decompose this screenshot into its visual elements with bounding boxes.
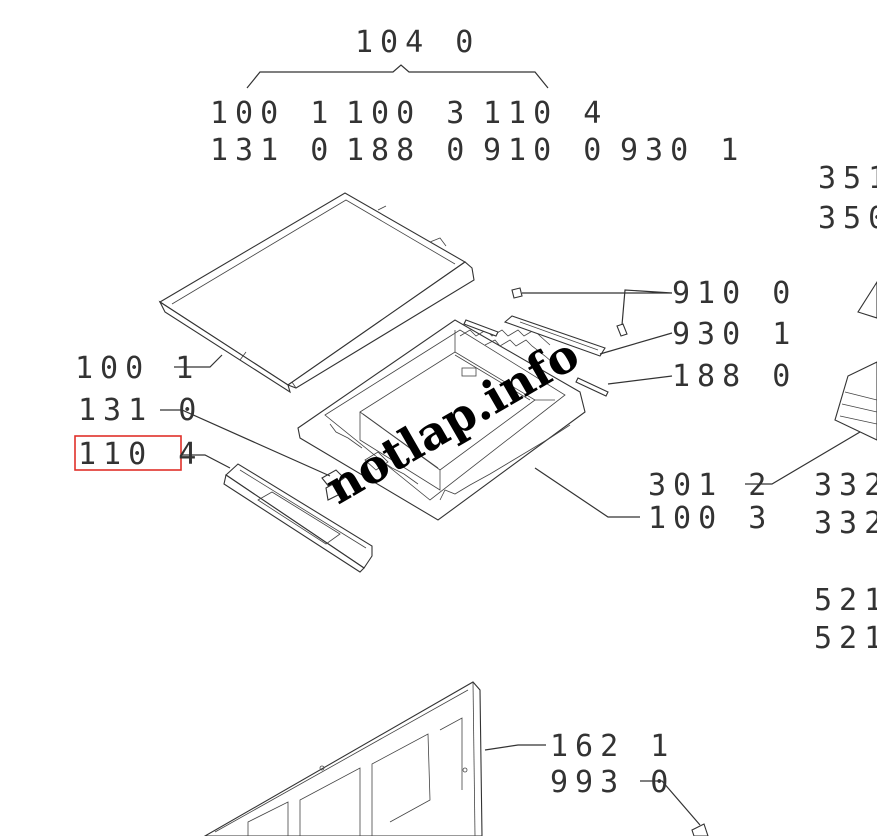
right-edge-part: [834, 280, 877, 441]
callout-pin: 188 0: [672, 359, 797, 394]
group-member-label: 110 4: [483, 96, 608, 131]
edge-label: 350: [818, 201, 877, 236]
group-member-label: 131 0: [210, 133, 335, 168]
group-member-label: 100 1: [210, 96, 335, 131]
leader-frame: [534, 467, 640, 518]
highlight-box: [74, 435, 182, 471]
group-member-label: 188 0: [346, 133, 471, 168]
group-code-label: 104 0: [355, 25, 480, 60]
callout-hinge: 131 0: [78, 393, 203, 428]
handle-part: [223, 463, 373, 573]
top-cover-part: [158, 192, 475, 394]
screw-part: [511, 287, 628, 337]
edge-label: 521: [814, 583, 877, 618]
group-member-label: 100 3: [346, 96, 471, 131]
back-panel-part: [203, 681, 483, 836]
edge-label: 332: [814, 468, 877, 503]
group-member-label: 930 1: [620, 133, 745, 168]
leader-top-cover: [174, 354, 223, 368]
callout-handle: 110 4: [78, 437, 203, 472]
hinge-part: [321, 469, 345, 501]
leader-link-right: [745, 431, 861, 485]
callout-back-panel-a: 162 1: [550, 729, 675, 764]
callout-screw: 910 0: [672, 276, 797, 311]
leader-back-panel-a: [484, 744, 546, 751]
pin-part: [463, 319, 609, 397]
edge-label: 332: [814, 506, 877, 541]
group-bracket: [246, 64, 549, 89]
leader-pin: [607, 375, 673, 385]
group-member-label: 910 0: [483, 133, 608, 168]
leader-screw: [522, 289, 673, 326]
callout-link-right: 301 2: [648, 468, 773, 503]
callout-bracket: 930 1: [672, 317, 797, 352]
fastener-part: [691, 823, 709, 836]
callout-top-cover: 100 1: [75, 351, 200, 386]
leader-handle: [181, 454, 231, 469]
leader-hinge: [160, 409, 331, 477]
edge-label: 351: [818, 161, 877, 196]
callout-back-panel-b: 993 0: [550, 765, 675, 800]
frame-part: [297, 319, 586, 521]
callout-frame: 100 3: [648, 501, 773, 536]
leader-bracket: [599, 332, 673, 355]
edge-label: 521: [814, 621, 877, 656]
bracket-part: [503, 315, 606, 357]
leader-back-panel-b: [640, 780, 701, 826]
